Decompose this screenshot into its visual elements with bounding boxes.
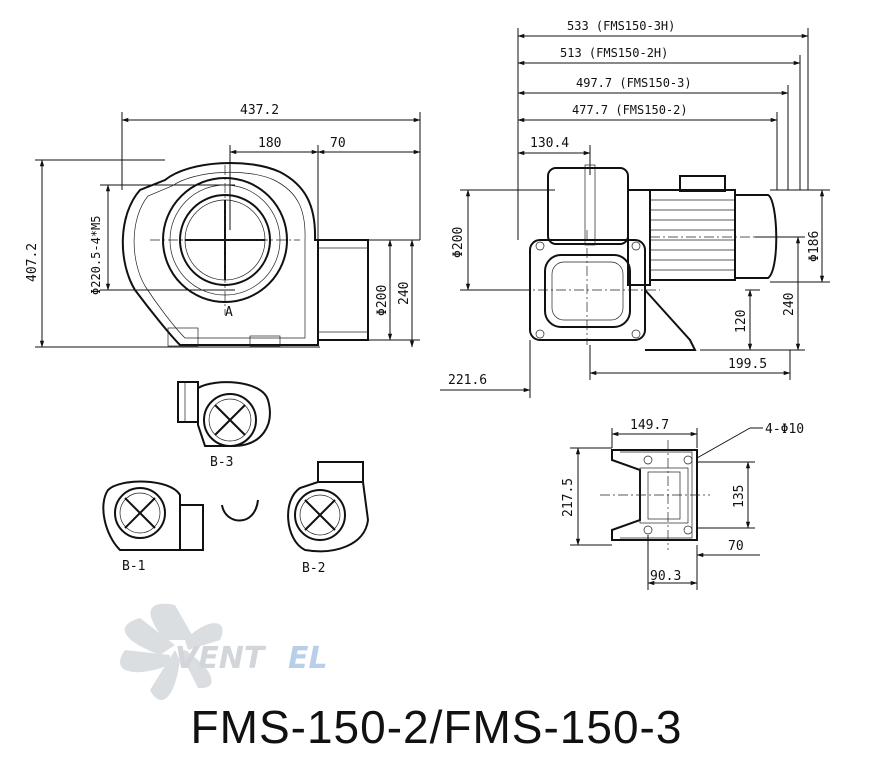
dim-outlet-diameter: Φ200 xyxy=(375,285,390,316)
dim-hole-spacing: 135 xyxy=(732,485,747,508)
outlet-flange xyxy=(317,239,369,341)
dim-height: 407.2 xyxy=(25,243,40,282)
dim-base-height: 217.5 xyxy=(561,478,576,517)
base-frame xyxy=(611,449,698,541)
svg-text:EL: EL xyxy=(288,641,328,676)
label-b2: B-2 xyxy=(302,561,325,576)
dim-length-3: 497.7 (FMS150-3) xyxy=(576,76,692,90)
dim-overall-width: 437.2 xyxy=(240,103,279,118)
base-view: 149.7 4-Φ10 217.5 135 70 90.3 xyxy=(561,418,804,590)
dim-120: 120 xyxy=(734,310,749,333)
motor-stand xyxy=(644,289,697,351)
model-title: FMS-150-2/FMS-150-3 xyxy=(190,701,683,753)
motor-end-cap xyxy=(734,194,778,279)
dim-outlet-height: 240 xyxy=(397,282,412,305)
label-b1: B-1 xyxy=(122,559,145,574)
motor-flange xyxy=(627,189,651,286)
svg-text:VENT: VENT xyxy=(175,641,267,676)
rotation-arrow-icon xyxy=(221,499,259,522)
dim-70-base: 70 xyxy=(728,539,744,554)
orientation-b3: B-3 xyxy=(177,381,271,470)
dim-base-width: 149.7 xyxy=(630,418,669,433)
dim-length-3h: 533 (FMS150-3H) xyxy=(567,19,675,33)
dim-motor-diameter: Φ186 xyxy=(807,231,822,262)
side-view: 533 (FMS150-3H) 513 (FMS150-2H) 497.7 (F… xyxy=(440,19,830,398)
marker-a: A xyxy=(225,305,233,320)
orientation-b2: B-2 xyxy=(287,461,370,576)
dim-199-5: 199.5 xyxy=(728,357,767,372)
dim-221-6: 221.6 xyxy=(448,373,487,388)
dim-inlet-depth: 130.4 xyxy=(530,136,569,151)
dim-length-2h: 513 (FMS150-2H) xyxy=(560,46,668,60)
dim-inlet-diameter: Φ200 xyxy=(451,227,466,258)
dim-bolt-circle: Φ220.5-4*M5 xyxy=(89,216,103,295)
dim-240: 240 xyxy=(782,293,797,316)
dim-holes: 4-Φ10 xyxy=(765,422,804,437)
motor-body xyxy=(649,189,736,281)
dim-90-3: 90.3 xyxy=(650,569,681,584)
label-b3: B-3 xyxy=(210,455,233,470)
dim-70: 70 xyxy=(330,136,346,151)
front-view: 437.2 180 70 407.2 Φ220.5-4*M5 xyxy=(25,103,421,348)
terminal-box xyxy=(679,175,726,192)
housing-body xyxy=(547,167,629,245)
ventel-logo: VENT EL xyxy=(120,603,328,700)
dim-length-2: 477.7 (FMS150-2) xyxy=(572,103,688,117)
orientation-b1: B-1 xyxy=(102,480,204,574)
dim-180: 180 xyxy=(258,136,281,151)
